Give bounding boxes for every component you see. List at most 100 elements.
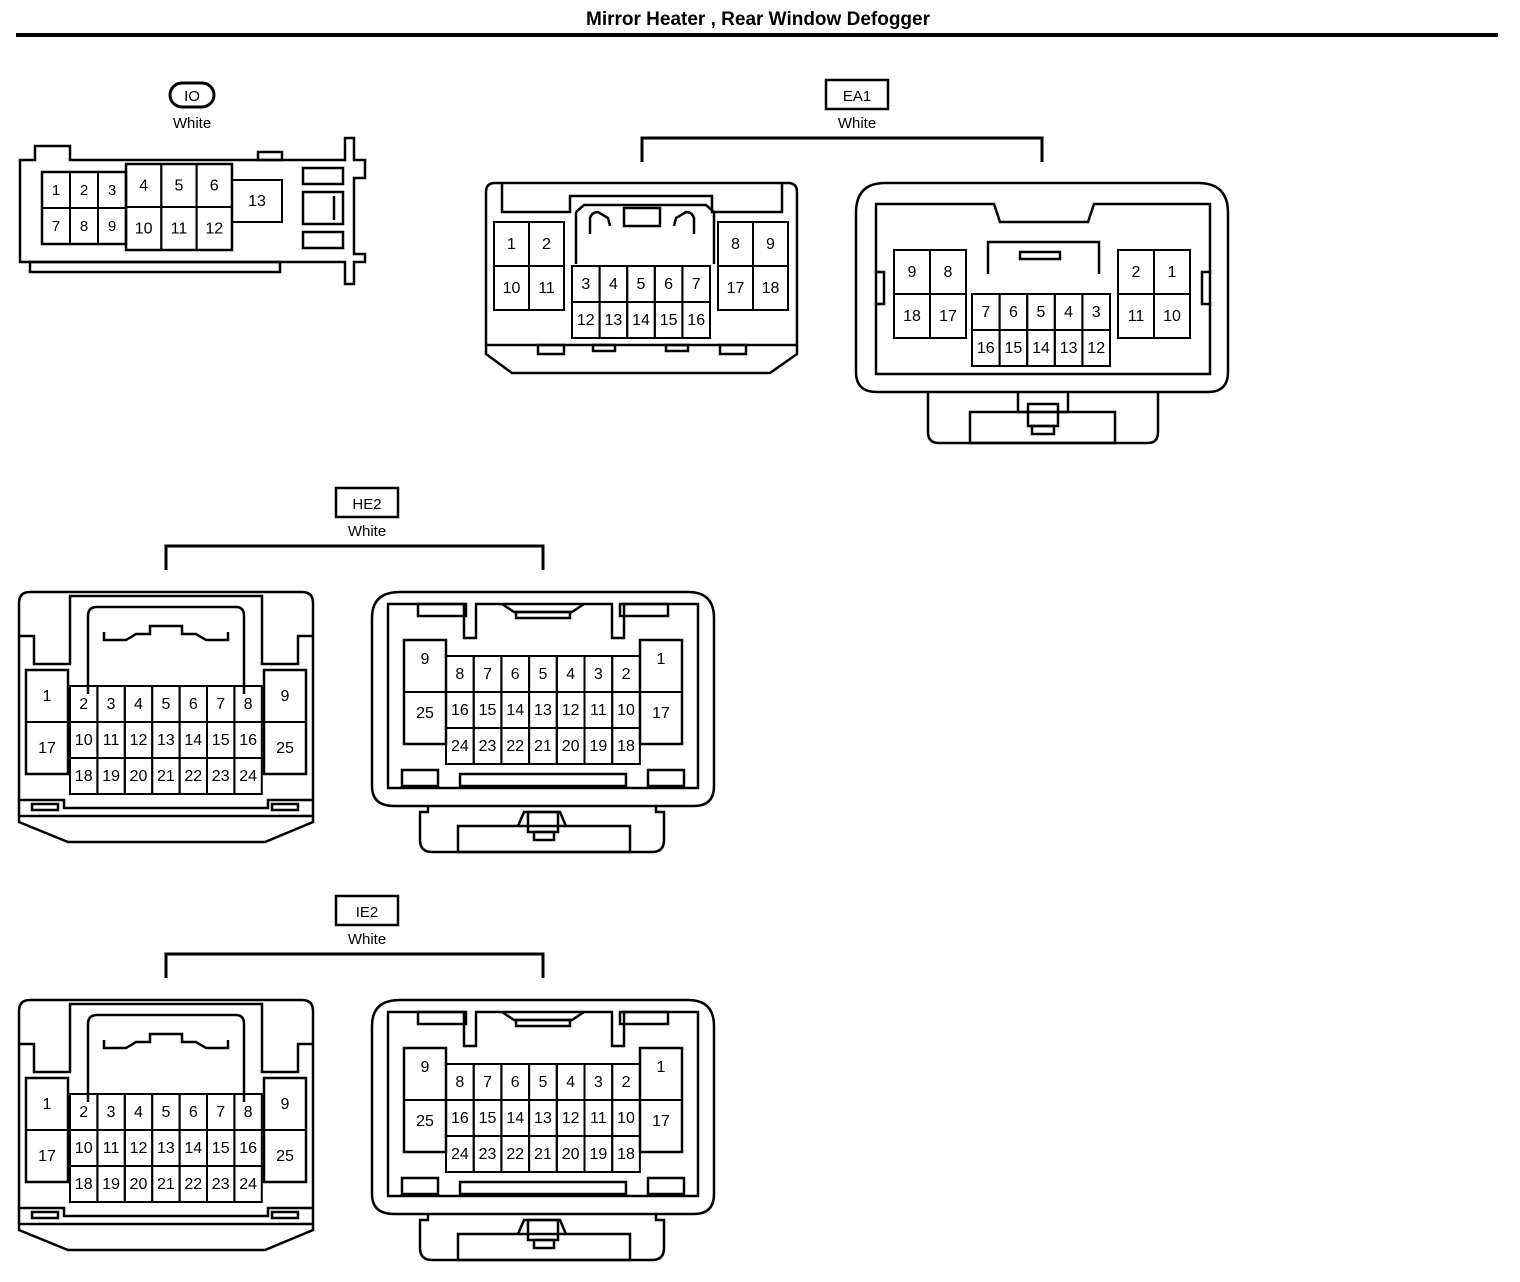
pin-cavity: 16	[445, 691, 475, 729]
pin-cavity: 13	[1053, 329, 1084, 367]
pin-number: 12	[205, 221, 223, 238]
pin-cavity: 6	[195, 163, 233, 208]
connector-he2-tag	[334, 486, 400, 519]
pin-cavity: 15	[472, 1099, 503, 1137]
pin-number: 1	[657, 651, 666, 668]
pin-cavity: 12	[555, 691, 586, 729]
pin-cavity: 13	[598, 301, 629, 339]
pin-cavity: 7	[472, 1063, 503, 1101]
pin-cavity: 3	[97, 171, 127, 209]
pin-cavity: 6	[653, 265, 684, 303]
pin-number: 10	[135, 221, 153, 238]
connector-io-tag	[168, 81, 216, 109]
pin-cavity: 9	[893, 249, 931, 295]
pin-cavity: 14	[500, 1099, 531, 1137]
pin-number: 15	[212, 732, 230, 749]
pin-cavity: 16	[233, 1129, 263, 1167]
pin-number: 1	[1168, 264, 1177, 281]
pin-cavity: 5	[1026, 293, 1056, 331]
pin-cavity: 12	[555, 1099, 586, 1137]
pin-cavity: 11	[583, 1099, 614, 1137]
pin-cavity: 5	[160, 163, 198, 208]
pin-cavity: 15	[472, 691, 503, 729]
pin-number: 8	[944, 264, 953, 281]
connector-ie2-color: White	[348, 931, 386, 948]
pin-cavity: 12	[123, 1129, 154, 1167]
pin-number: 18	[617, 738, 635, 755]
pin-number: 20	[562, 738, 580, 755]
pin-cavity: 20	[123, 757, 154, 795]
pin-number: 7	[52, 218, 60, 235]
connector-ea1-male-housing	[484, 181, 799, 375]
pin-number: 16	[239, 1140, 257, 1157]
pin-cavity: 1	[25, 1077, 69, 1131]
pin-number: 19	[102, 768, 120, 785]
pin-number: 20	[130, 1176, 148, 1193]
pin-cavity: 19	[96, 1165, 126, 1203]
pin-cavity: 23	[472, 727, 503, 765]
pin-cavity: 25	[403, 1099, 447, 1153]
pin-cavity: 13	[528, 1099, 558, 1137]
pin-number: 14	[506, 1110, 524, 1127]
pin-number: 19	[589, 1146, 607, 1163]
pin-number: 8	[244, 1104, 253, 1121]
pin-cavity: 17	[25, 721, 69, 775]
pin-number: 13	[248, 193, 266, 210]
page-title: Mirror Heater , Rear Window Defogger	[586, 9, 931, 30]
pin-number: 6	[189, 696, 198, 713]
pin-number: 2	[80, 182, 88, 199]
pin-number: 13	[534, 1110, 552, 1127]
pin-number: 7	[216, 1104, 225, 1121]
pin-cavity: 19	[583, 727, 614, 765]
pin-cavity: 12	[1081, 329, 1112, 367]
pin-number: 23	[212, 768, 230, 785]
pin-cavity: 10	[493, 265, 530, 311]
pin-cavity: 22	[178, 757, 209, 795]
pin-cavity: 10	[611, 1099, 641, 1137]
pin-cavity: 15	[998, 329, 1029, 367]
pin-cavity: 14	[500, 691, 531, 729]
pin-number: 18	[617, 1146, 635, 1163]
pin-cavity: 3	[96, 1093, 126, 1131]
pin-cavity: 5	[151, 685, 181, 723]
pin-cavity: 8	[717, 221, 754, 267]
pin-cavity: 11	[96, 1129, 126, 1167]
pin-cavity: 11	[160, 206, 198, 251]
pin-cavity: 4	[125, 163, 163, 208]
pin-number: 9	[908, 264, 917, 281]
pin-cavity: 10	[1153, 293, 1191, 339]
pin-number: 2	[79, 1104, 88, 1121]
pin-number: 16	[451, 702, 469, 719]
pin-cavity: 19	[96, 757, 126, 795]
pin-cavity: 6	[500, 655, 531, 693]
pin-cavity: 8	[445, 655, 475, 693]
pin-number: 24	[239, 768, 257, 785]
pin-number: 7	[483, 666, 492, 683]
pin-number: 4	[134, 696, 143, 713]
pin-number: 14	[1032, 340, 1050, 357]
pin-number: 5	[161, 696, 170, 713]
pin-number: 1	[43, 1096, 52, 1113]
pin-number: 3	[1092, 304, 1101, 321]
pin-cavity: 11	[528, 265, 565, 311]
pin-number: 12	[130, 732, 148, 749]
pin-cavity: 8	[233, 1093, 263, 1131]
pin-cavity: 16	[445, 1099, 475, 1137]
pin-cavity: 25	[403, 691, 447, 745]
pin-number: 11	[590, 702, 607, 719]
pin-number: 6	[511, 1074, 520, 1091]
pin-cavity: 25	[263, 1129, 307, 1183]
pin-cavity: 12	[195, 206, 233, 251]
pin-number: 11	[590, 1110, 607, 1127]
pin-cavity: 1	[25, 669, 69, 723]
pin-number: 10	[1163, 308, 1181, 325]
pin-cavity: 17	[639, 1099, 683, 1153]
connector-ea1-bracket	[640, 136, 1044, 162]
pin-number: 3	[108, 182, 116, 199]
pin-number: 7	[692, 276, 701, 293]
pin-number: 9	[281, 688, 290, 705]
